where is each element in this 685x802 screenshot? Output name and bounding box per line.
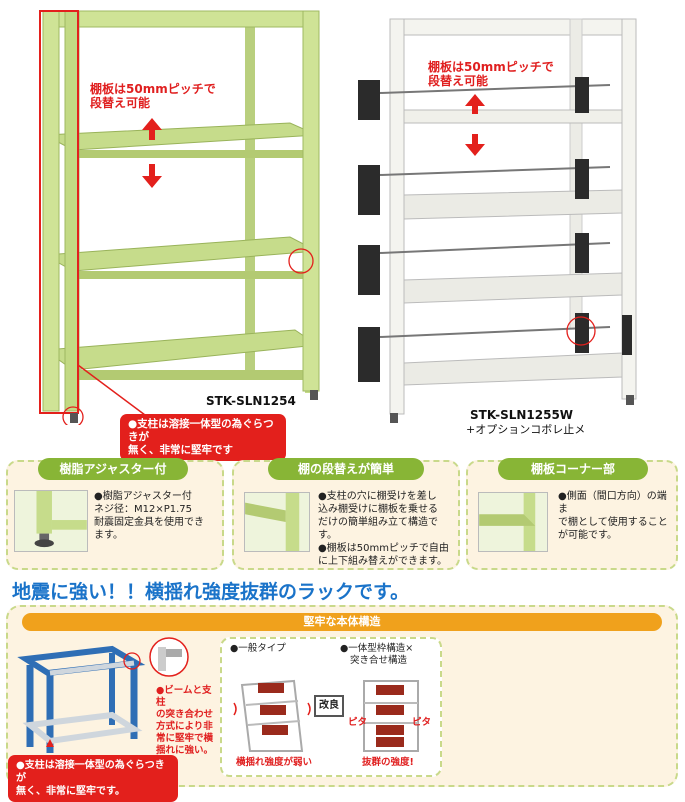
structure-section: 堅牢な本体構造 ●ビームと支柱 の突き合わせ 方式により非 常に堅牢で横 揺れに… (6, 605, 678, 802)
beam-note: ●ビームと支柱 の突き合わせ 方式により非 常に堅牢で横 揺れに強い。 (156, 685, 214, 756)
structure-title: 堅牢な本体構造 (22, 613, 662, 631)
feature-title: 棚板コーナー部 (498, 458, 648, 480)
up-down-arrows (142, 118, 162, 188)
structure-welded-callout: ●支柱は溶接一体型の為ぐらつきが 無く、非常に堅牢です。 (8, 755, 178, 802)
white-option-label: +オプションコボレ止メ (466, 423, 586, 436)
feature-text: ●支柱の穴に棚受けを差し 込み棚受けに棚板を乗せる だけの簡単組み立て構造で す… (318, 491, 449, 567)
adjuster-thumbnail (14, 490, 88, 552)
white-model-label: STK-SLN1255W (470, 408, 574, 422)
integrated-rack-icon (363, 680, 419, 752)
feature-corner: 棚板コーナー部 ●側面（間口方向）の端ま で棚として使用すること が可能です。 (466, 458, 678, 570)
pita-label-left: ピタ (348, 717, 368, 728)
shelf-change-thumbnail (244, 492, 310, 552)
up-down-arrows-white (465, 94, 485, 156)
green-pitch-note: 棚板は50mmピッチで 段替え可能 (90, 82, 216, 110)
feature-shelf-change: 棚の段替えが簡単 ●支柱の穴に棚受けを差し 込み棚受けに棚板を乗せる だけの簡単… (232, 458, 460, 570)
green-shelf-photo (39, 10, 320, 425)
integrated-caption: 抜群の強度! (362, 757, 414, 768)
general-caption: 横揺れ強度が弱い (236, 757, 313, 768)
feature-title: 棚の段替えが簡単 (268, 458, 424, 480)
feature-text: ●樹脂アジャスター付 ネジ径：M12×P1.75 耐震固定金具を使用でき ます。 (94, 491, 204, 541)
improve-arrow: 改良 (314, 695, 344, 717)
general-type-label: ●一般タイプ (230, 643, 286, 654)
comparison-panel: ●一般タイプ ●一体型枠構造× 突き合せ構造 改良 ピタ ピタ 横揺れ強度が弱い (220, 637, 442, 777)
welded-post-callout: ●支柱は溶接一体型の為ぐらつきが 無く、非常に堅牢です (120, 414, 286, 461)
feature-adjuster: 樹脂アジャスター付 ●樹脂アジャスター付 ネジ径：M12×P1.75 耐震固定金… (6, 458, 224, 570)
feature-title: 樹脂アジャスター付 (38, 458, 188, 480)
green-model-label: STK-SLN1254 (206, 394, 296, 408)
feature-text: ●側面（間口方向）の端ま で棚として使用すること が可能です。 (558, 491, 668, 541)
integrated-type-label: ●一体型枠構造× 突き合せ構造 (340, 643, 414, 666)
page-headline: 地震に強い！！横揺れ強度抜群のラックです。 (12, 581, 410, 603)
white-shelf-photo (358, 18, 637, 423)
beam-detail-icon (149, 637, 189, 677)
general-rack-icon (233, 679, 311, 752)
blue-frame-diagram (17, 645, 146, 753)
corner-thumbnail (478, 492, 548, 552)
white-pitch-note: 棚板は50mmピッチで 段替え可能 (428, 60, 554, 88)
pita-label-right: ピタ (412, 717, 432, 728)
